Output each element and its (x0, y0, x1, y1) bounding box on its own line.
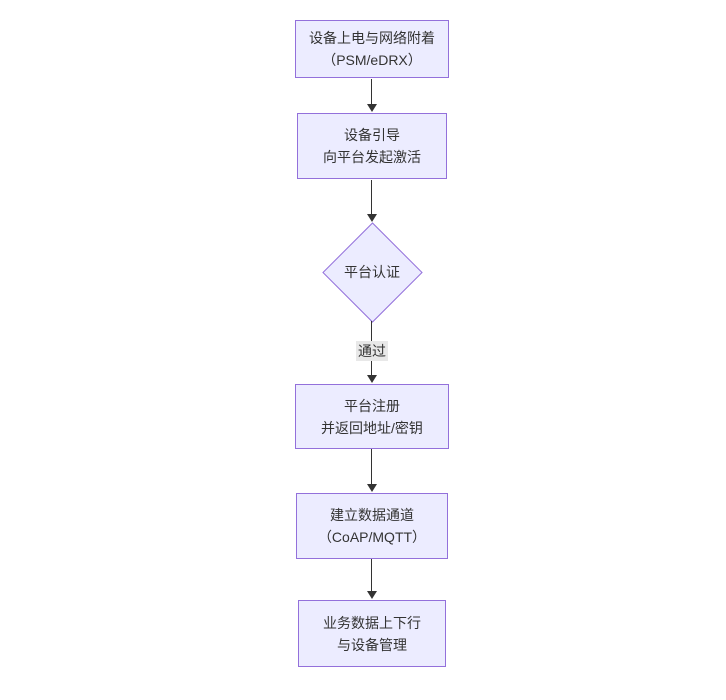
node-text-line: 向平台发起激活 (323, 149, 421, 165)
flow-node-data-channel: 建立数据通道 （CoAP/MQTT） (296, 493, 448, 559)
arrow-down-head (367, 214, 377, 222)
node-text-line: （CoAP/MQTT） (317, 529, 427, 545)
arrow-down-head (367, 484, 377, 492)
edge-line (371, 449, 372, 485)
node-text-line: 并返回地址/密钥 (321, 419, 423, 436)
node-text-line: 建立数据通道 (330, 507, 414, 523)
arrow-down-head (367, 375, 377, 383)
arrow-down-head (367, 104, 377, 112)
edge-line (371, 559, 372, 592)
node-text-line: 平台注册 (344, 397, 400, 414)
flow-node-business-data: 业务数据上下行 与设备管理 (298, 600, 446, 667)
arrow-down-head (367, 591, 377, 599)
node-text-line: 与设备管理 (337, 636, 407, 653)
flow-node-device-bootstrap: 设备引导 向平台发起激活 (297, 113, 447, 179)
node-text-line: （PSM/eDRX） (322, 52, 422, 68)
edge-line (371, 79, 372, 105)
edge-line (371, 180, 372, 215)
node-text-line: 设备上电与网络附着 (309, 30, 435, 46)
node-text-line: 平台认证 (344, 263, 400, 280)
node-text-line: 业务数据上下行 (323, 614, 421, 631)
node-text-line: 设备引导 (344, 127, 400, 143)
edge-label-pass: 通过 (356, 341, 388, 361)
flow-node-power-network-attach: 设备上电与网络附着 （PSM/eDRX） (295, 20, 449, 78)
flow-node-platform-register: 平台注册 并返回地址/密钥 (295, 384, 449, 449)
